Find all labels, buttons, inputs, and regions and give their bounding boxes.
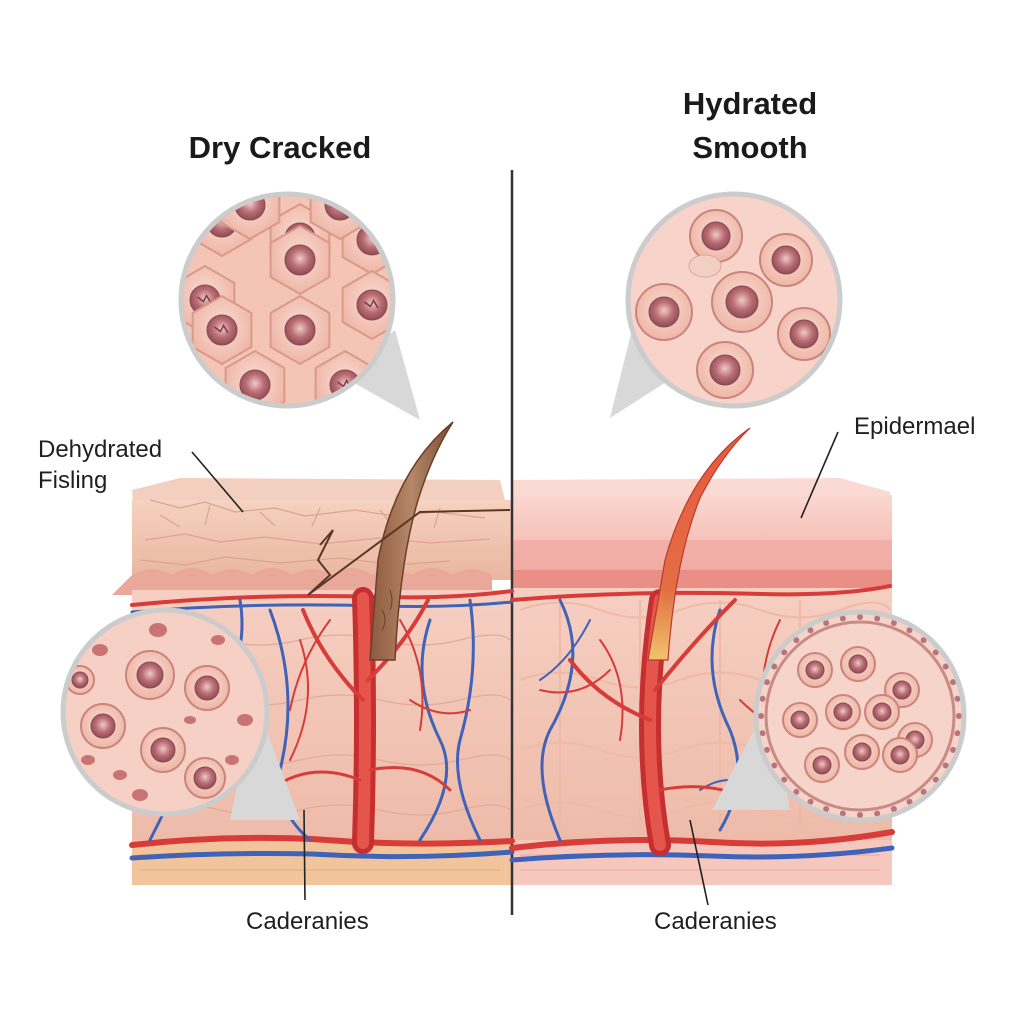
title-dry-cracked: Dry Cracked <box>188 130 372 165</box>
skin-crack-line <box>307 509 511 596</box>
cell <box>125 650 175 700</box>
cell <box>777 307 831 361</box>
cell <box>782 702 818 738</box>
leader-epidermal <box>800 431 839 519</box>
cell <box>140 727 186 773</box>
cell <box>825 694 861 730</box>
hair-follicle-right <box>647 427 751 661</box>
magnifier-dry-surface <box>178 191 396 409</box>
cell <box>696 341 754 399</box>
cell <box>184 757 226 799</box>
cell <box>711 271 773 333</box>
leader-lines <box>191 431 839 906</box>
cell <box>844 734 880 770</box>
cell <box>635 283 693 341</box>
cell <box>341 269 393 341</box>
cell <box>184 665 230 711</box>
label-capillaries-right: Caderanies <box>654 908 777 935</box>
cell <box>689 209 743 263</box>
leader-capillaries-left <box>303 809 306 901</box>
cell <box>759 233 813 287</box>
cell <box>269 224 331 296</box>
title-hydrated-line2: Smooth <box>692 130 808 165</box>
cell <box>797 652 833 688</box>
label-epidermal: Epidermael <box>854 413 976 440</box>
leader-dehydrated <box>191 451 244 513</box>
magnifier-hydrated-dermis <box>753 609 967 823</box>
hair-follicle-left <box>369 421 454 661</box>
label-dehydrated-line2: Fisling <box>38 467 108 494</box>
magnifier-dry-dermis <box>60 607 270 817</box>
label-dehydrated-line1: Dehydrated <box>38 436 163 463</box>
magnifier-hydrated-surface <box>625 191 843 409</box>
cell <box>840 646 876 682</box>
cell <box>804 747 840 783</box>
label-capillaries-left: Caderanies <box>246 908 369 935</box>
title-hydrated-line1: Hydrated <box>682 86 818 121</box>
cell <box>80 703 126 749</box>
leader-capillaries-right <box>689 819 709 906</box>
cell <box>269 294 331 366</box>
cell <box>191 294 253 366</box>
cell <box>882 737 918 773</box>
cell <box>864 694 900 730</box>
